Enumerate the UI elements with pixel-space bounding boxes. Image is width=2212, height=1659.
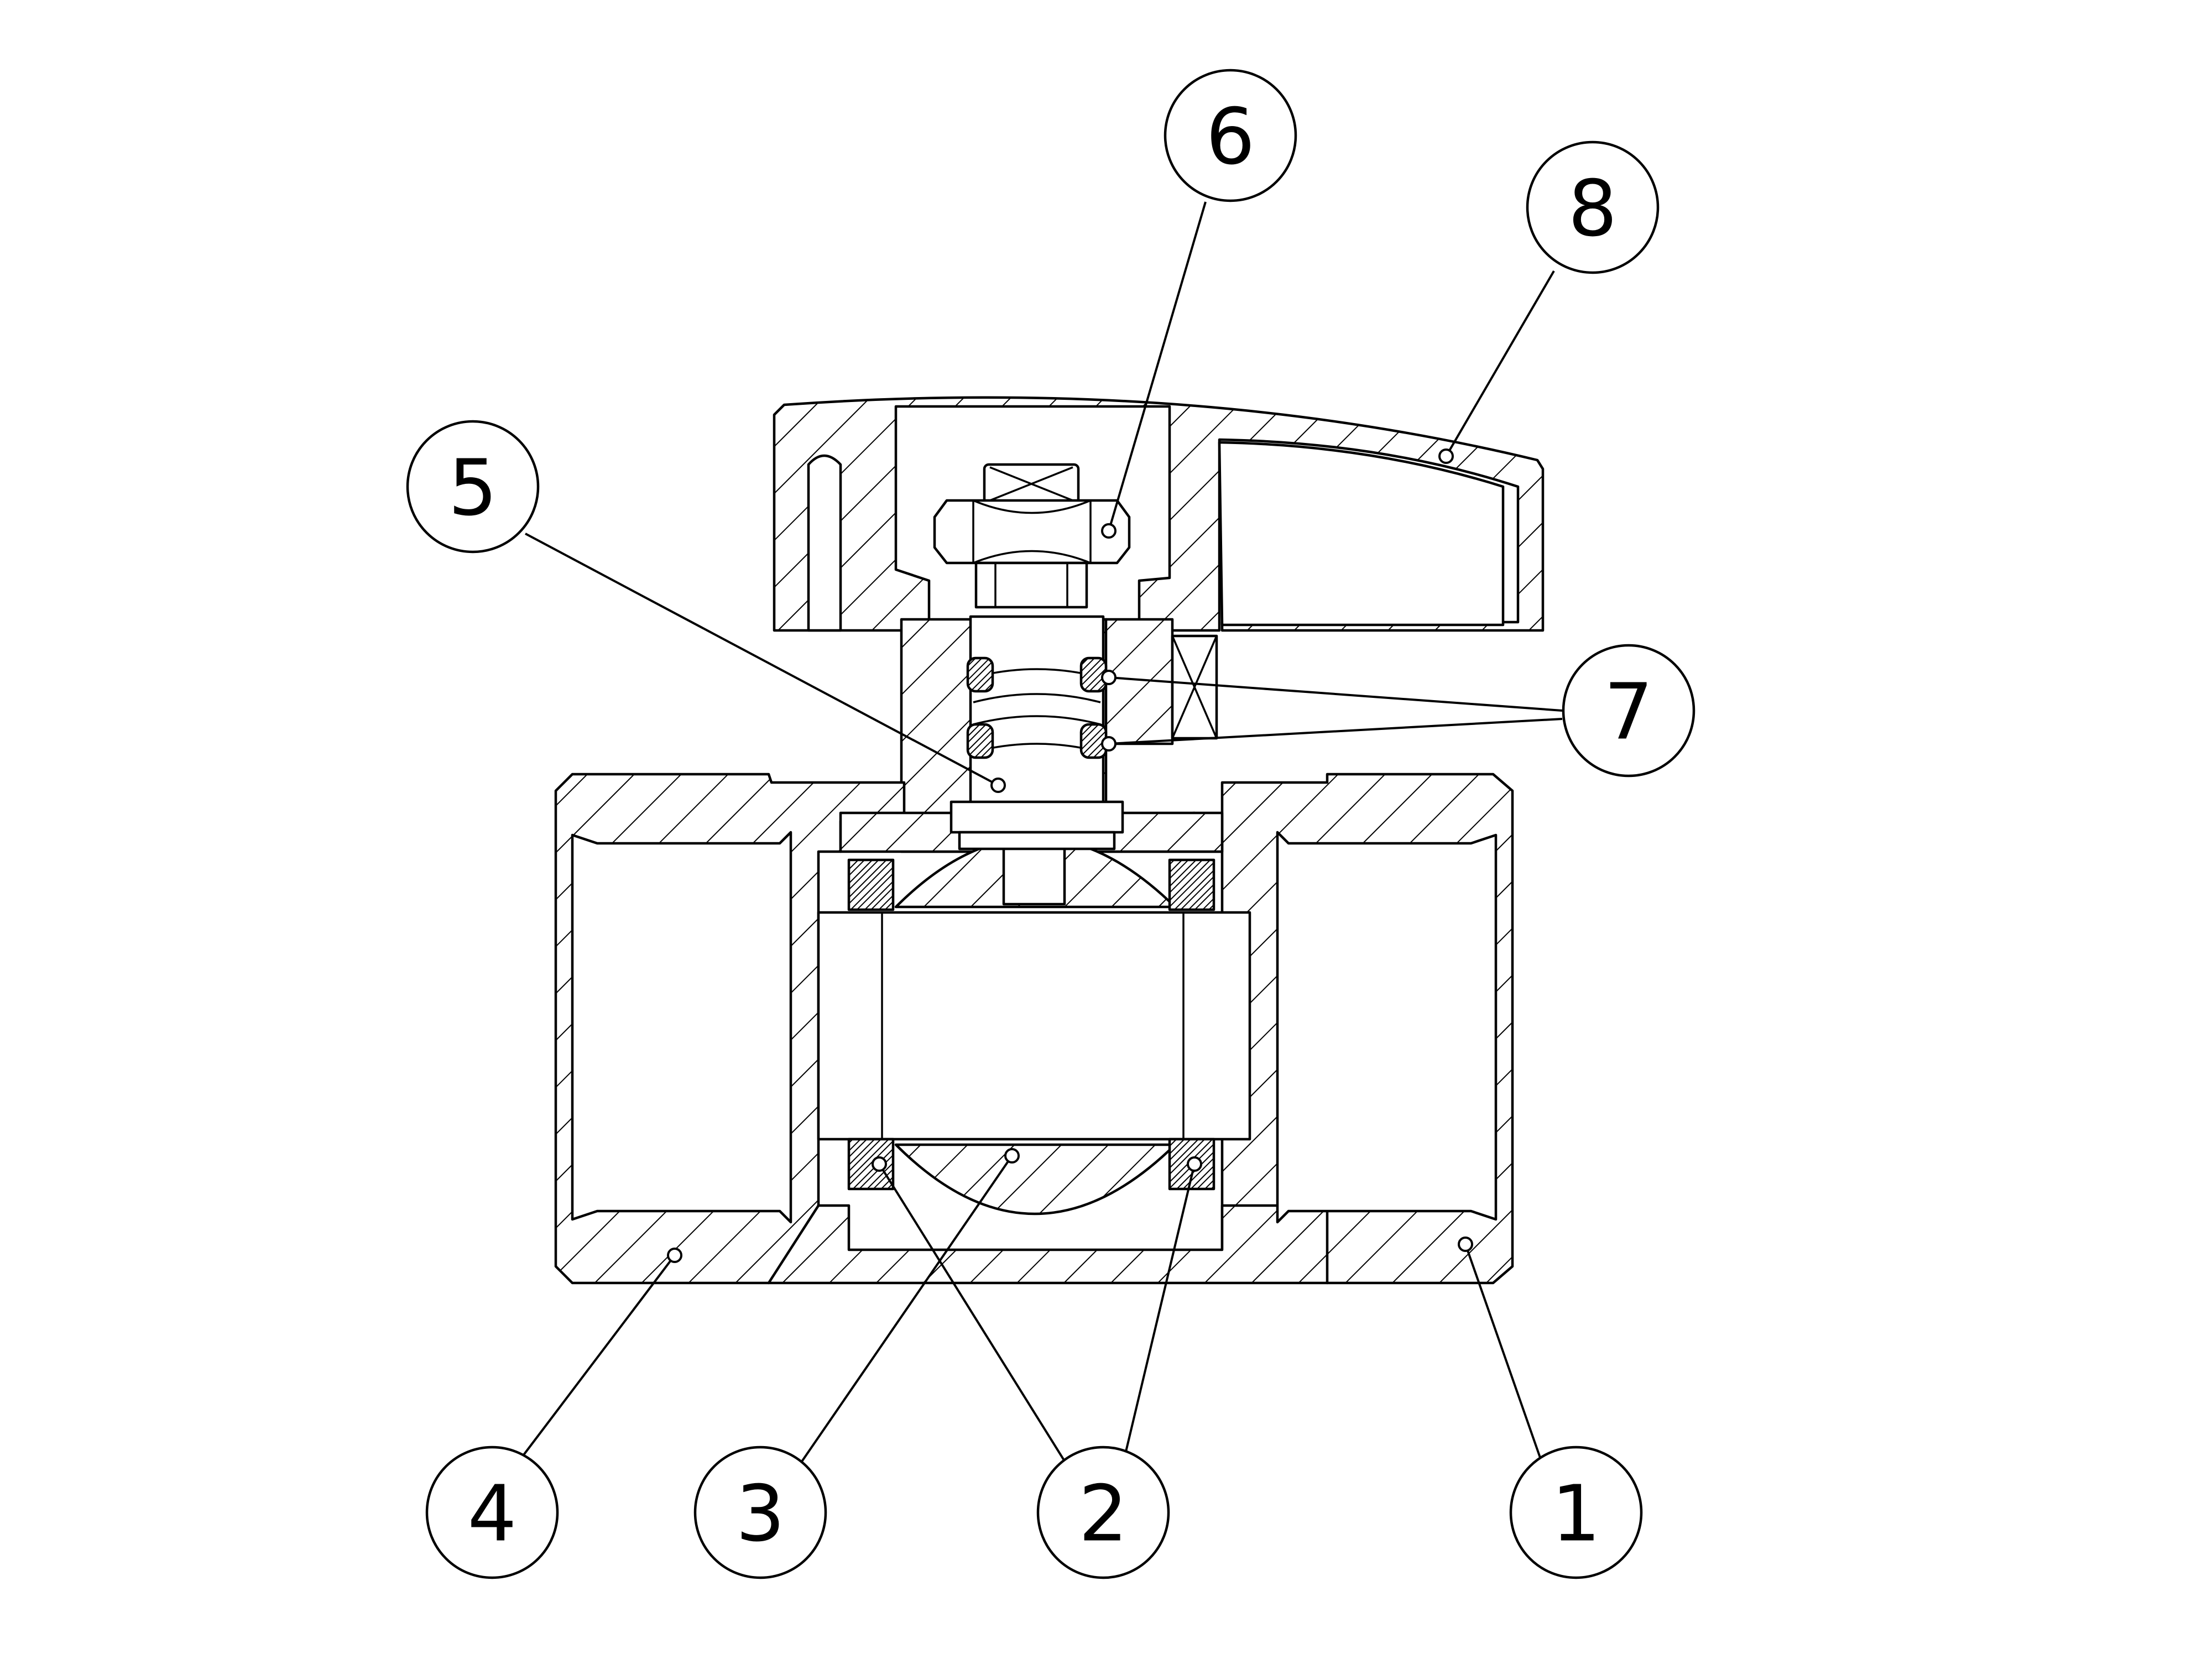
balloon-1-label: 1	[1551, 1469, 1600, 1559]
balloon-3: 3	[693, 1446, 827, 1579]
ball	[894, 836, 1177, 1215]
balloon-5-label: 5	[448, 444, 497, 534]
balloon-2-label: 2	[1078, 1469, 1128, 1559]
balloon-6-label: 6	[1206, 92, 1255, 182]
handle	[773, 396, 1545, 632]
balloon-1: 1	[1509, 1446, 1643, 1579]
balloon-6: 6	[1164, 69, 1297, 202]
stem-nut	[933, 463, 1131, 609]
balloon-8: 8	[1526, 140, 1660, 274]
balloon-4: 4	[425, 1446, 559, 1579]
balloon-8-label: 8	[1568, 164, 1617, 254]
balloon-7-label: 7	[1604, 667, 1653, 758]
balloon-7: 7	[1562, 644, 1695, 778]
leader-dots	[667, 448, 1473, 1263]
balloon-3-label: 3	[735, 1469, 785, 1559]
balloon-2: 2	[1036, 1446, 1170, 1579]
balloon-4-label: 4	[467, 1469, 517, 1559]
o-rings	[966, 656, 1108, 759]
leader-lines	[519, 201, 1563, 1467]
stem	[950, 615, 1124, 851]
balloon-5: 5	[406, 420, 540, 554]
